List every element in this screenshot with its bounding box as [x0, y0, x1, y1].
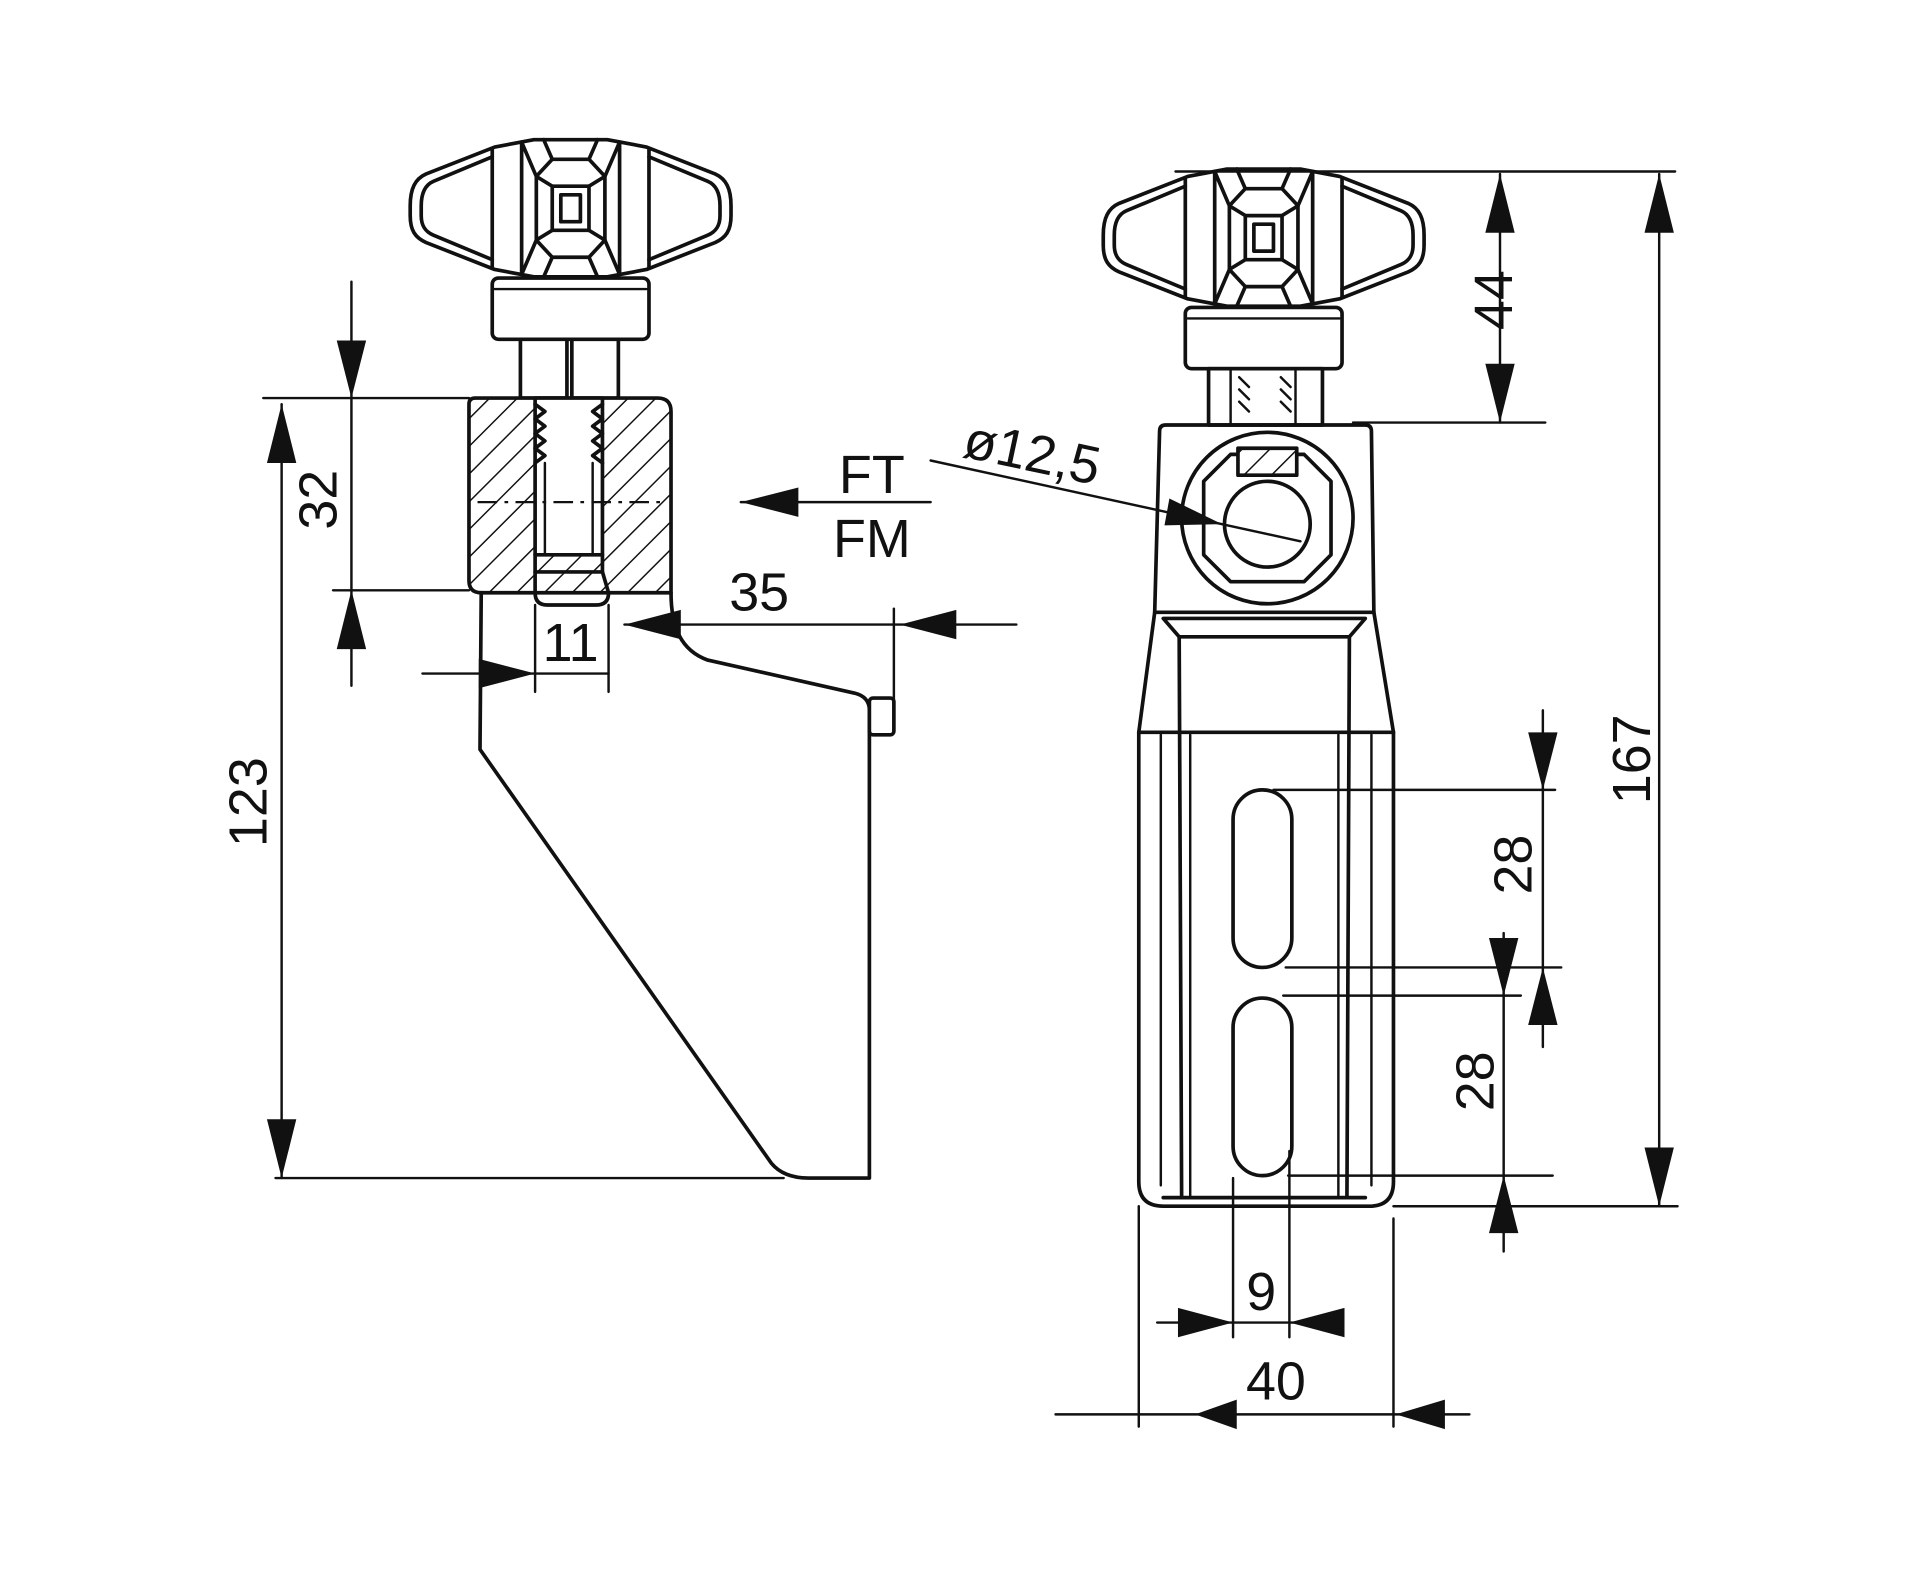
dimension-32: 32 — [262, 280, 471, 688]
bolt-shank — [543, 461, 594, 557]
slot-upper — [1231, 788, 1294, 970]
bolt-face-left — [518, 337, 569, 400]
thread-left — [533, 402, 547, 465]
dim-32-arrow-top — [336, 340, 367, 399]
front-view-knob — [1101, 167, 1426, 371]
threaded-bore — [533, 396, 605, 557]
dimension-28-upper: 28 — [1272, 709, 1563, 1049]
dim-123-arrow-top — [266, 404, 297, 463]
dimension-9: 9 — [1155, 1149, 1345, 1339]
dim-28l-arrow-bottom — [1488, 1175, 1519, 1234]
bore-diameter-label: ø12,5 — [959, 409, 1106, 496]
dim-40-arrow-right — [1395, 1399, 1445, 1430]
force-label-ft: FT — [839, 445, 905, 505]
channel-inner-walls — [1177, 634, 1352, 1200]
dim-44-arrow-bottom — [1485, 363, 1515, 423]
front-view: ø12,5 44 167 28 — [929, 167, 1679, 1430]
side-view-bolt — [518, 337, 621, 400]
dim-9-arrow-right — [1289, 1307, 1345, 1338]
dim-9-arrow-left — [1177, 1307, 1234, 1338]
bolt-head-top-nut — [1236, 446, 1299, 478]
front-bolt-body — [1206, 366, 1325, 427]
dimension-123: 123 — [219, 402, 785, 1180]
dimension-28-lower: 28 — [1282, 931, 1554, 1253]
front-bolt-thread — [1237, 376, 1292, 413]
dimension-167: 167 — [1392, 172, 1679, 1208]
dim-28u-arrow-bottom — [1528, 967, 1558, 1025]
bore-leader-arrow — [1164, 498, 1223, 526]
slot-lower — [1231, 996, 1294, 1178]
jaw-profile — [478, 590, 872, 1180]
dim-123-label: 123 — [219, 757, 279, 847]
dim-167-label: 167 — [1602, 714, 1662, 804]
side-view-knob — [408, 137, 733, 342]
dimension-35: 35 — [623, 563, 1018, 710]
side-view-block-section — [467, 396, 673, 607]
front-view-body — [1136, 423, 1396, 1209]
dim-40-label: 40 — [1246, 1351, 1306, 1411]
dim-32-label: 32 — [288, 470, 348, 530]
bolt-head-octagon — [1201, 452, 1333, 584]
dim-28l-label: 28 — [1446, 1051, 1506, 1111]
dimension-44: 44 — [1174, 170, 1677, 424]
dim-44-label: 44 — [1464, 270, 1524, 330]
side-view: 32 123 FT FM 35 — [219, 137, 1018, 1180]
bolt-face-right — [570, 337, 621, 400]
dim-9-label: 9 — [1246, 1262, 1276, 1322]
dim-44-arrow-top — [1485, 173, 1515, 233]
dim-28u-label: 28 — [1483, 835, 1543, 895]
front-bolt-faces — [1229, 367, 1297, 427]
locating-pin — [867, 696, 896, 737]
dim-35-label: 35 — [729, 563, 789, 623]
front-view-bolt — [1206, 366, 1325, 427]
thread-right — [590, 402, 605, 465]
bore-leader-line — [929, 459, 1302, 543]
channel-bevel — [1161, 616, 1368, 639]
pin-end — [533, 570, 611, 607]
dim-11-arrow — [478, 658, 536, 689]
body-wall-lines — [1159, 733, 1373, 1199]
dimension-11: 11 — [421, 603, 610, 694]
dim-35-arrow-left — [624, 609, 681, 640]
dim-32-arrow-bottom — [336, 590, 367, 650]
dimension-40: 40 — [1054, 1204, 1471, 1430]
dim-28l-arrow-top — [1488, 938, 1519, 996]
front-body-outline — [1136, 423, 1396, 1209]
side-view-jaw-body — [478, 590, 896, 1180]
dim-28u-arrow-top — [1528, 732, 1558, 790]
force-label-fm: FM — [833, 509, 911, 569]
bore-bottom-section — [533, 552, 605, 574]
dim-167-arrow-bottom — [1644, 1147, 1674, 1207]
dim-40-arrow-left — [1195, 1399, 1237, 1430]
dim-123-arrow-bottom — [266, 1119, 297, 1179]
dim-35-arrow-right — [900, 609, 957, 640]
dim-11-label: 11 — [543, 613, 599, 673]
dim-167-arrow-top — [1644, 173, 1674, 233]
front-view-slots — [1231, 788, 1294, 1178]
force-indicator: FT FM — [739, 445, 932, 569]
force-arrow-head — [740, 487, 799, 517]
